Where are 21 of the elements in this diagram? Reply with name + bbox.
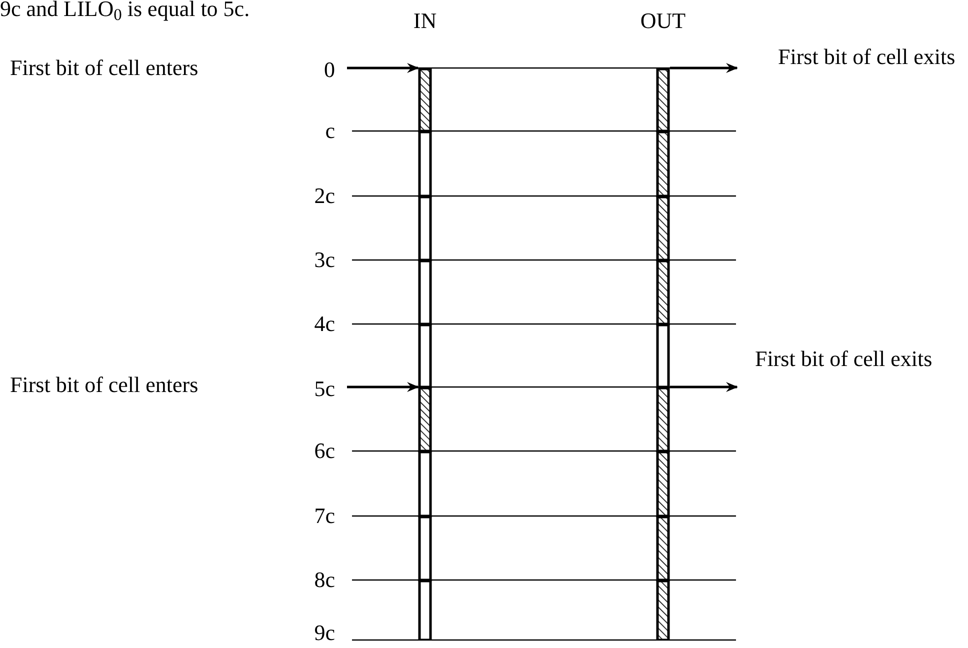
arrow — [670, 382, 738, 392]
column-heading: IN — [413, 10, 437, 32]
event-label: First bit of cell exits — [778, 44, 956, 70]
time-tick-label: 9c — [313, 620, 335, 646]
time-tick-label: 4c — [313, 311, 335, 337]
note-text: 9c and LILO$_{0}$ is equal to 5c. — [0, 0, 250, 22]
event-label: First bit of cell enters — [10, 372, 198, 398]
event-label: First bit of cell exits — [755, 346, 934, 372]
arrow — [670, 63, 738, 73]
time-tick-label: 5c — [313, 376, 335, 402]
arrow — [347, 382, 419, 392]
time-tick-label: c — [324, 118, 335, 144]
arrow — [347, 63, 419, 73]
time-tick-label: 8c — [313, 567, 335, 593]
time-tick-label: 0 — [323, 57, 335, 83]
time-tick-label: 7c — [313, 503, 335, 529]
time-tick-label: 3c — [313, 247, 335, 273]
time-tick-label: 2c — [313, 183, 335, 209]
column-heading: OUT — [640, 10, 686, 32]
event-label: First bit of cell enters — [10, 55, 198, 81]
time-tick-label: 6c — [313, 438, 335, 464]
